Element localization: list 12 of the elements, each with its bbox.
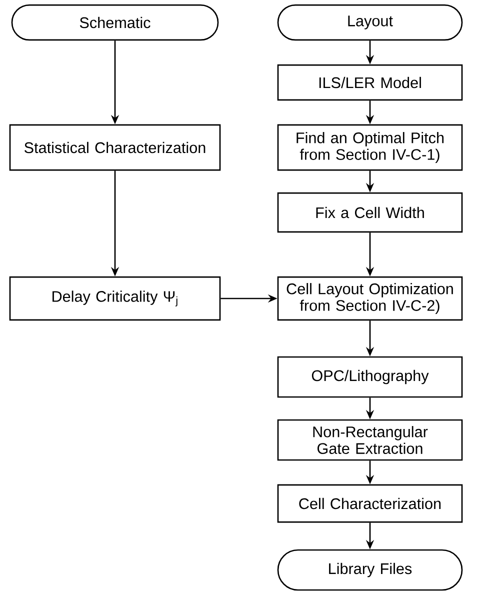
terminal-box: Library Files — [277, 549, 463, 591]
process-box: Statistical Characterization — [9, 124, 221, 171]
process-box: ILS/LER Model — [277, 64, 463, 101]
process-box: Fix a Cell Width — [277, 192, 463, 233]
process-box: Non-Rectangular Gate Extraction — [277, 419, 463, 461]
process-box: Find an Optimal Pitch from Section IV-C-1) — [277, 124, 463, 171]
process-box: Cell Layout Optimization from Section IV-C-2) — [277, 276, 463, 321]
terminal-box: Schematic — [11, 4, 219, 41]
process-box: Cell Characterization — [277, 484, 463, 523]
process-box: OPC/Lithography — [277, 356, 463, 398]
terminal-box: Layout — [277, 4, 463, 41]
process-box: Delay Criticality Ψ$_{j}$ — [9, 276, 221, 321]
